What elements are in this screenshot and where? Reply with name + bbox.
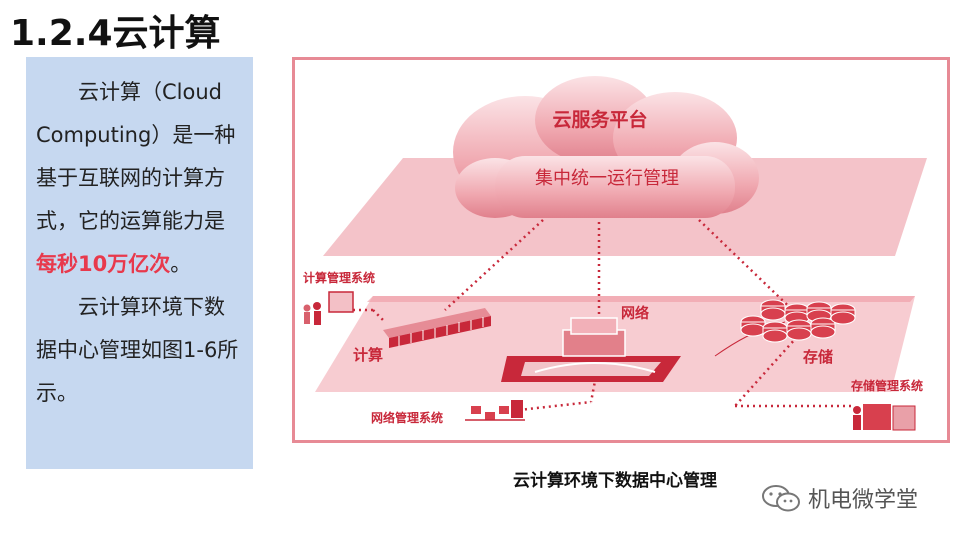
paragraph-2: 云计算环境下数据中心管理如图1-6所示。 <box>36 286 243 415</box>
datacenter-diagram: 云服务平台 集中统一运行管理 计算 <box>303 76 927 431</box>
datacenter-figure: 云服务平台 集中统一运行管理 计算 <box>292 57 950 443</box>
cloud-icon <box>453 76 759 218</box>
compute-system-label: 计算管理系统 <box>303 270 375 285</box>
wechat-icon <box>762 485 800 512</box>
watermark: 机电微学堂 <box>760 482 918 514</box>
cloud-label: 云服务平台 <box>552 108 647 131</box>
server-rack-icon <box>383 308 491 348</box>
paragraph-1-text: 云计算（Cloud Computing）是一种基于互联网的计算方式，它的运算能力… <box>36 80 236 233</box>
paragraph-1: 云计算（Cloud Computing）是一种基于互联网的计算方式，它的运算能力… <box>36 71 243 286</box>
storage-disks-icon <box>740 299 856 343</box>
network-switch-icon <box>501 317 681 382</box>
page-title: 1.2.4云计算 <box>10 13 221 54</box>
network-system-label: 网络管理系统 <box>371 410 443 425</box>
compute-system-icon <box>303 291 354 325</box>
storage-label: 存储 <box>803 348 833 366</box>
cloud-sub-label: 集中统一运行管理 <box>535 168 679 189</box>
storage-system-label: 存储管理系统 <box>850 378 923 393</box>
compute-label: 计算 <box>353 346 383 364</box>
watermark-text: 机电微学堂 <box>808 488 919 513</box>
network-label: 网络 <box>621 305 649 322</box>
figure-caption: 云计算环境下数据中心管理 <box>513 471 717 491</box>
paragraph-2-text: 云计算环境下数据中心管理如图1-6所示。 <box>36 295 239 405</box>
storage-system-icon <box>853 404 916 431</box>
description-panel: 云计算（Cloud Computing）是一种基于互联网的计算方式，它的运算能力… <box>26 57 253 469</box>
paragraph-1-end: 。 <box>170 252 192 276</box>
highlight-text: 每秒10万亿次 <box>36 252 171 276</box>
network-system-icon <box>465 400 525 421</box>
